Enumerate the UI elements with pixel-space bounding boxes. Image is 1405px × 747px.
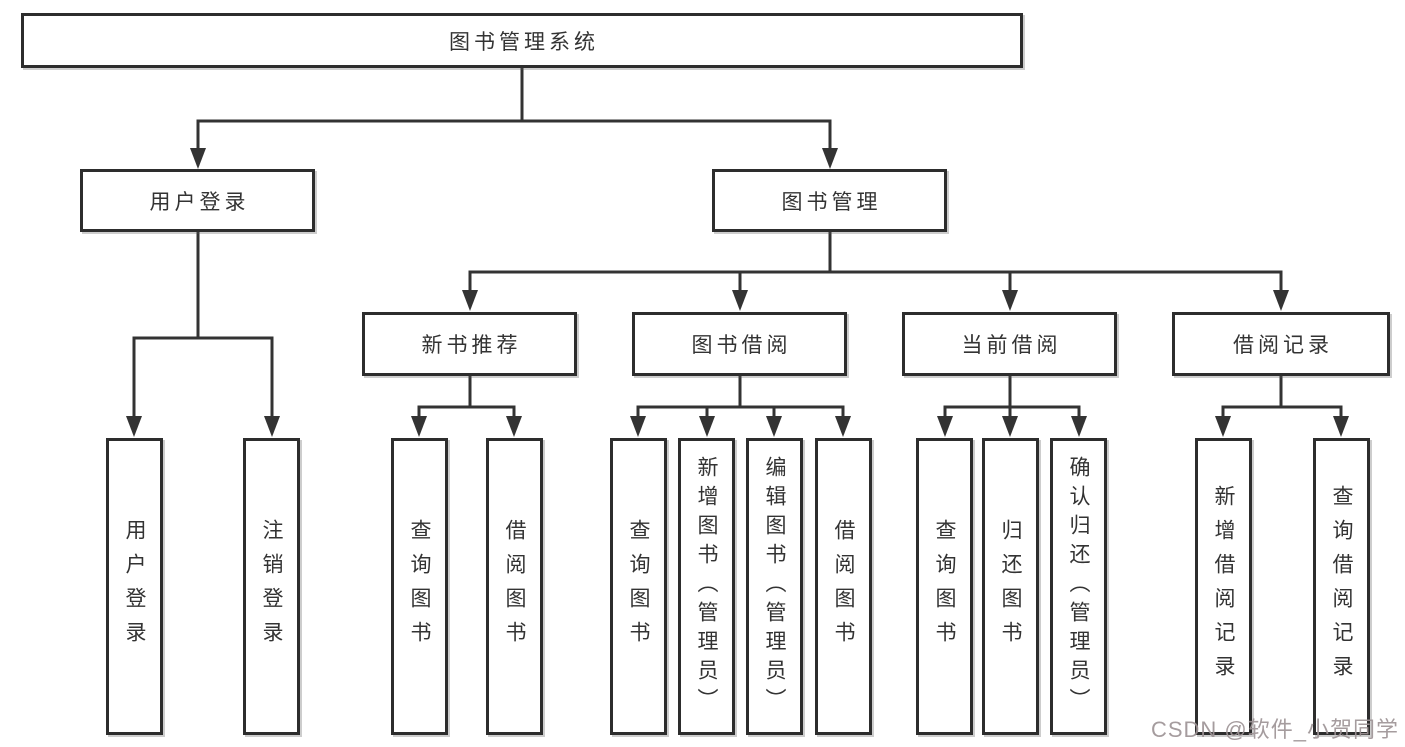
- node-label: 新书推荐: [421, 334, 522, 357]
- node-new-book-recommend: 新书推荐: [362, 312, 577, 376]
- leaf-bb-edit-books-admin: 编辑图书（管理员）: [746, 438, 803, 735]
- leaf-nb-borrow-books: 借阅图书: [486, 438, 543, 735]
- leaf-user-login: 用户登录: [106, 438, 163, 735]
- leaf-br-add-record: 新增借阅记录: [1195, 438, 1252, 735]
- leaf-label: 注销登录: [260, 518, 283, 655]
- leaf-cb-query-books: 查询图书: [916, 438, 973, 735]
- leaf-label: 查询借阅记录: [1330, 484, 1353, 689]
- node-label: 图书管理: [781, 190, 882, 214]
- arrowhead-icons: [126, 148, 1349, 437]
- leaf-label: 用户登录: [123, 518, 146, 655]
- leaf-label: 查询图书: [627, 518, 650, 655]
- leaf-bb-add-books-admin: 新增图书（管理员）: [678, 438, 735, 735]
- node-label: 图书管理系统: [449, 30, 599, 54]
- node-library-system: 图书管理系统: [21, 13, 1023, 68]
- leaf-bb-query-books: 查询图书: [610, 438, 667, 735]
- leaf-label: 查询图书: [408, 518, 431, 655]
- node-label: 当前借阅: [961, 334, 1062, 357]
- leaf-logout-login: 注销登录: [243, 438, 300, 735]
- node-label: 用户登录: [149, 190, 250, 214]
- node-label: 图书借阅: [691, 334, 792, 357]
- leaf-label: 借阅图书: [503, 518, 526, 655]
- leaf-label: 确认归还（管理员）: [1067, 456, 1090, 717]
- node-borrow-records: 借阅记录: [1172, 312, 1390, 376]
- leaf-label: 新增图书（管理员）: [695, 456, 718, 717]
- leaf-label: 查询图书: [933, 518, 956, 655]
- leaf-cb-return-books: 归还图书: [982, 438, 1039, 735]
- leaf-label: 新增借阅记录: [1212, 484, 1235, 689]
- leaf-bb-borrow-books: 借阅图书: [815, 438, 872, 735]
- leaf-label: 编辑图书（管理员）: [763, 456, 786, 717]
- leaf-label: 归还图书: [999, 518, 1022, 655]
- node-book-management: 图书管理: [712, 169, 947, 232]
- leaf-cb-confirm-return-admin: 确认归还（管理员）: [1050, 438, 1107, 735]
- leaf-nb-query-books: 查询图书: [391, 438, 448, 735]
- node-label: 借阅记录: [1233, 334, 1333, 357]
- node-book-borrow: 图书借阅: [632, 312, 847, 376]
- leaf-br-query-record: 查询借阅记录: [1313, 438, 1370, 735]
- node-current-borrow: 当前借阅: [902, 312, 1117, 376]
- leaf-label: 借阅图书: [832, 518, 855, 655]
- csdn-watermark: CSDN @软件_小贺同学: [1150, 717, 1399, 742]
- node-user-login: 用户登录: [80, 169, 315, 232]
